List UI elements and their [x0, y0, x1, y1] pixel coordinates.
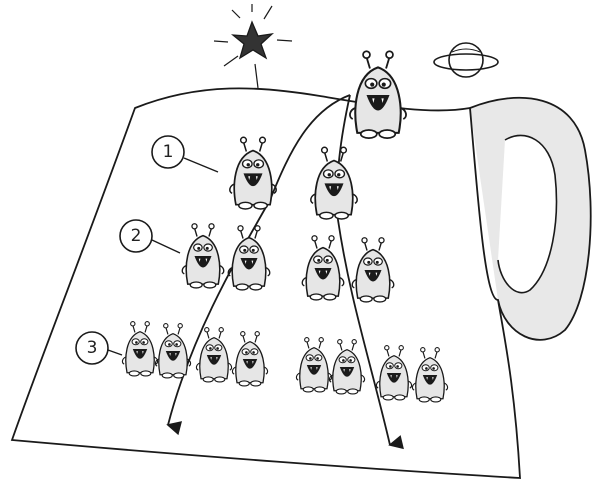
level-3-marker	[75, 331, 109, 365]
level-labels: 1 2 3	[75, 135, 219, 365]
descent-arrows	[166, 94, 404, 450]
level-3-label: 3	[87, 338, 98, 358]
level-1-label: 1	[163, 142, 174, 162]
left-descent-arrow	[166, 94, 351, 436]
star-icon	[213, 4, 293, 89]
level-1-marker	[151, 135, 185, 169]
right-descent-arrow	[336, 94, 404, 450]
level-2-marker	[119, 219, 153, 253]
paper-sheet	[10, 87, 592, 479]
planet-icon	[433, 42, 499, 78]
level-2-label: 2	[131, 226, 142, 246]
parent-alien-icon	[348, 50, 408, 140]
